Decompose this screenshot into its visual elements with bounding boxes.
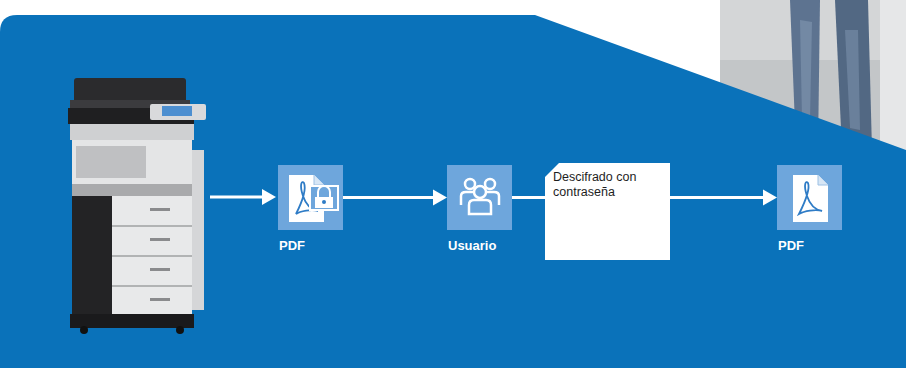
flow-arrow xyxy=(670,190,777,206)
pdf-icon-box: PDF xyxy=(777,165,842,230)
pdf-icon xyxy=(793,175,828,222)
node-heading: Usuario xyxy=(448,238,496,253)
printer xyxy=(68,78,206,334)
flow-arrow xyxy=(512,197,545,198)
pdf-icon-box: PDF xyxy=(278,165,343,230)
blue-panel xyxy=(0,15,906,368)
printer-arrow xyxy=(210,189,276,205)
locked-pdf-icon xyxy=(289,175,338,222)
users-icon xyxy=(461,179,499,214)
user-icon-box: Usuario xyxy=(447,165,512,230)
node-heading: PDF xyxy=(778,238,804,253)
node-text: Descifrado con contraseña xyxy=(553,170,662,200)
flow-arrow xyxy=(343,190,447,206)
note-box: Descifrado con contraseña xyxy=(545,163,670,260)
node-heading: PDF xyxy=(279,238,305,253)
